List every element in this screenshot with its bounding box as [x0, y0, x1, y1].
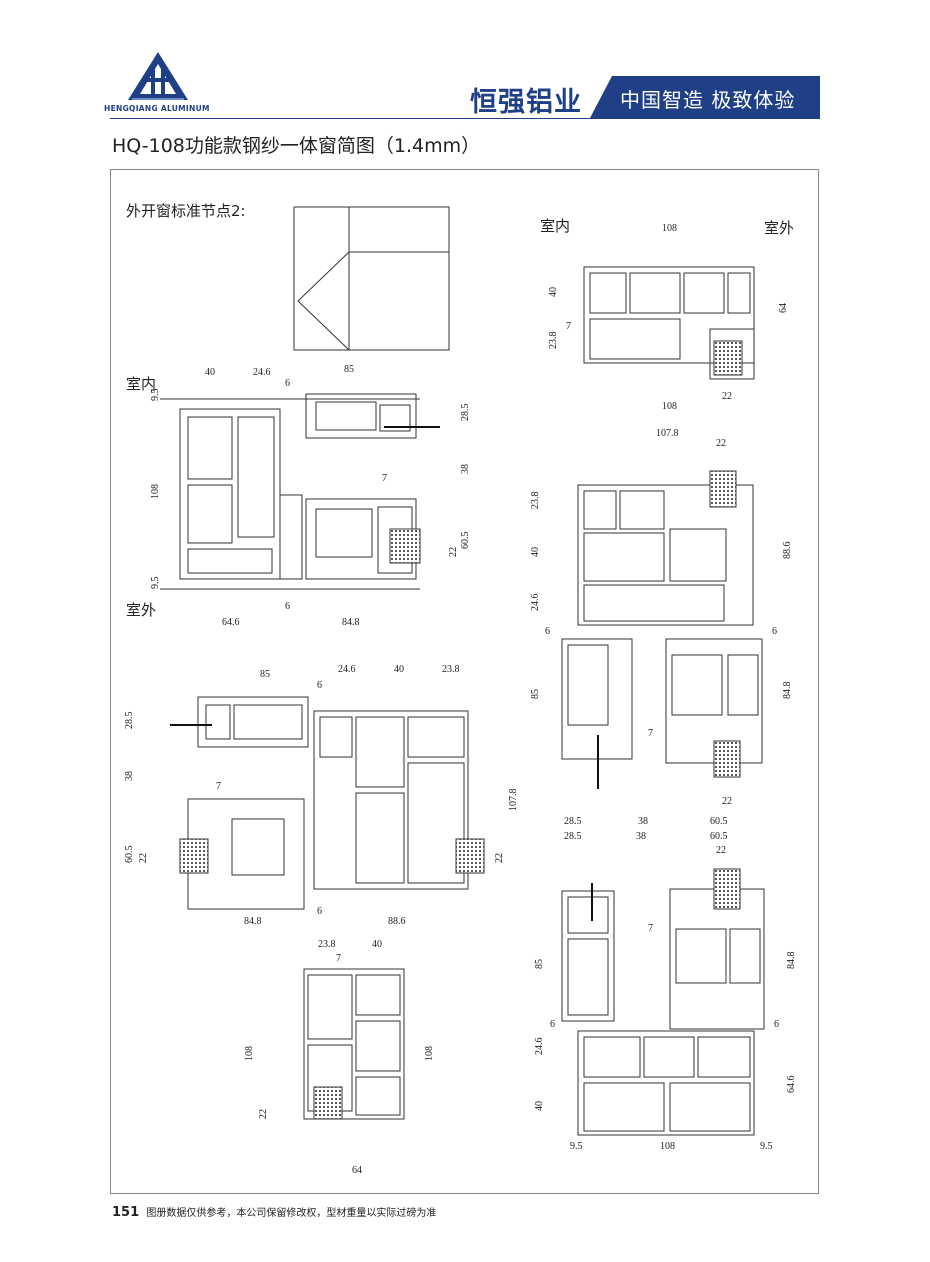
section-e — [303, 968, 405, 1120]
dim-a-6-top: 6 — [285, 378, 290, 389]
dim-a-38: 38 — [460, 464, 471, 474]
dim-a-84-8: 84.8 — [342, 617, 360, 628]
dim-a-60-5: 60.5 — [460, 532, 471, 550]
dim-b-22: 22 — [722, 391, 732, 402]
section-d — [187, 696, 469, 910]
dim-c-6-right: 6 — [772, 626, 777, 637]
header-rule — [110, 118, 820, 119]
footer-note: 图册数据仅供参考，本公司保留修改权，型材重量以实际过磅为准 — [146, 1208, 437, 1219]
dim-d-85: 85 — [260, 669, 270, 680]
dim-d-38: 38 — [124, 771, 135, 781]
dim-d-6-top: 6 — [317, 680, 322, 691]
section-drawing: 外开窗标准节点2: 室内 室外 40 24.6 85 6 64.6 84.8 6… — [124, 202, 797, 1176]
dim-a-9-5-bottom: 9.5 — [150, 577, 161, 590]
page-title: HQ-108功能款钢纱一体窗简图（1.4mm） — [112, 135, 481, 157]
company-name: 恒强铝业 — [470, 87, 582, 118]
dim-c-84-8: 84.8 — [782, 682, 793, 700]
footer: 151 图册数据仅供参考，本公司保留修改权，型材重量以实际过磅为准 — [112, 1204, 436, 1220]
dim-f-60-5: 60.5 — [710, 831, 728, 842]
dim-e-7: 7 — [336, 953, 341, 964]
dim-e-22: 22 — [258, 1109, 269, 1119]
label-indoor-a: 室内 — [126, 375, 156, 393]
dim-f-40: 40 — [534, 1101, 545, 1111]
dim-a-22: 22 — [448, 547, 459, 557]
dim-f-9-5-right: 9.5 — [760, 1141, 773, 1152]
dim-f-6-right: 6 — [774, 1019, 779, 1030]
dim-c-38: 38 — [638, 816, 648, 827]
dim-b-7: 7 — [566, 321, 571, 332]
dim-c-22-top: 22 — [716, 438, 726, 449]
dim-f-9-5-left: 9.5 — [570, 1141, 583, 1152]
brand-text: HENGQIANG ALUMINUM — [104, 104, 210, 113]
label-outdoor-a: 室外 — [126, 601, 156, 619]
dim-e-108-left: 108 — [244, 1046, 255, 1061]
dim-d-23-8: 23.8 — [442, 664, 460, 675]
dim-c-85: 85 — [530, 689, 541, 699]
dim-f-64-6: 64.6 — [786, 1076, 797, 1094]
dim-f-84-8: 84.8 — [786, 952, 797, 970]
dim-c-88-6: 88.6 — [782, 542, 793, 560]
dim-b-40: 40 — [548, 287, 559, 297]
dim-e-64: 64 — [352, 1165, 362, 1176]
dim-e-108-right: 108 — [424, 1046, 435, 1061]
dim-b-108-top: 108 — [662, 223, 677, 234]
slogan-band — [590, 76, 820, 118]
dim-d-7: 7 — [216, 781, 221, 792]
dim-a-6-bottom: 6 — [285, 601, 290, 612]
drawing-frame — [110, 169, 819, 1194]
section-c — [561, 484, 763, 764]
dim-c-6-left: 6 — [545, 626, 550, 637]
dim-f-85: 85 — [534, 959, 545, 969]
dim-a-85: 85 — [344, 364, 354, 375]
dim-f-108: 108 — [660, 1141, 675, 1152]
dim-d-6-bottom: 6 — [317, 906, 322, 917]
page-number: 151 — [112, 1205, 140, 1220]
dim-f-6-left: 6 — [550, 1019, 555, 1030]
dim-a-24-6: 24.6 — [253, 367, 271, 378]
dim-e-23-8: 23.8 — [318, 939, 336, 950]
dim-a-7: 7 — [382, 473, 387, 484]
dim-c-40: 40 — [530, 547, 541, 557]
dim-d-84-8: 84.8 — [244, 916, 262, 927]
company-logo — [128, 52, 188, 100]
dim-f-24-6: 24.6 — [534, 1038, 545, 1056]
dim-d-60-5: 60.5 — [124, 846, 135, 864]
dim-f-7: 7 — [648, 923, 653, 934]
label-outdoor-b: 室外 — [764, 219, 794, 237]
dim-b-64: 64 — [778, 303, 789, 313]
dim-f-28-5: 28.5 — [564, 831, 582, 842]
dim-d-24-6: 24.6 — [338, 664, 356, 675]
dim-d-88-6: 88.6 — [388, 916, 406, 927]
label-indoor-b: 室内 — [540, 217, 570, 235]
dim-a-108: 108 — [150, 484, 161, 499]
section-f — [561, 888, 765, 1136]
dim-e-40: 40 — [372, 939, 382, 950]
dim-a-9-5-top: 9.5 — [150, 389, 161, 402]
dim-b-23-8: 23.8 — [548, 332, 559, 350]
dim-b-108-bottom: 108 — [662, 401, 677, 412]
dim-d-22-left: 22 — [138, 853, 149, 863]
dim-a-64-6: 64.6 — [222, 617, 240, 628]
dim-a-40: 40 — [205, 367, 215, 378]
dim-f-22: 22 — [716, 845, 726, 856]
dim-f-38: 38 — [636, 831, 646, 842]
dim-d-40: 40 — [394, 664, 404, 675]
section-a — [160, 393, 420, 590]
dim-d-28-5: 28.5 — [124, 712, 135, 730]
dim-c-22-bottom: 22 — [722, 796, 732, 807]
section-b — [583, 266, 755, 380]
window-elevation-icon — [293, 206, 450, 351]
dim-c-60-5: 60.5 — [710, 816, 728, 827]
dim-c-107-8: 107.8 — [656, 428, 679, 439]
slogan: 中国智造 极致体验 — [620, 88, 796, 112]
dim-d-107-8: 107.8 — [508, 789, 519, 812]
dim-c-7: 7 — [648, 728, 653, 739]
dim-c-28-5: 28.5 — [564, 816, 582, 827]
dim-c-24-6: 24.6 — [530, 594, 541, 612]
dim-d-22-right: 22 — [494, 853, 505, 863]
dim-c-23-8: 23.8 — [530, 492, 541, 510]
dim-a-28-5: 28.5 — [460, 404, 471, 422]
node-title: 外开窗标准节点2: — [126, 202, 246, 220]
